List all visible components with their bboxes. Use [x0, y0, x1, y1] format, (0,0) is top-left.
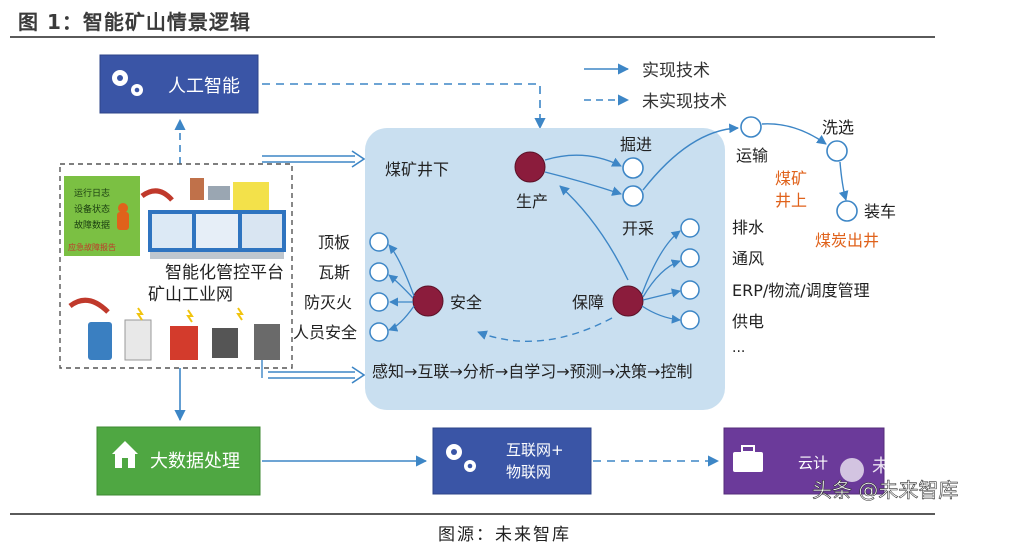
screen-item: 运行日志 — [74, 187, 110, 199]
watermark: 未来智库 头条 @未来智库 — [812, 456, 959, 502]
network-to-chain-arrow — [261, 360, 355, 379]
field-devices — [88, 307, 280, 361]
sensor-icon — [88, 322, 112, 360]
underground-label: 煤矿井下 — [385, 160, 449, 179]
wechat-icon — [840, 458, 864, 482]
briefcase-icon — [733, 452, 763, 472]
legend-unrealized: 未实现技术 — [642, 92, 727, 112]
network-label: 矿山工业网 — [148, 285, 233, 305]
monitor-wall-icon — [148, 210, 286, 259]
document-icon — [233, 182, 269, 210]
alert-curve-icon — [140, 188, 174, 202]
washing-node — [826, 140, 848, 162]
watermark-faded: 未来智库 — [872, 456, 944, 477]
production-to-tunneling-arrow — [544, 154, 622, 167]
support-item-more: ··· — [732, 344, 745, 360]
home-icon — [112, 441, 138, 468]
motor-icon — [212, 328, 238, 358]
iot-box: 互联网+ 物联网 — [432, 427, 592, 495]
transport-label: 运输 — [736, 146, 768, 165]
transport-to-washing-arrow — [761, 123, 827, 145]
support-node — [612, 285, 644, 317]
above-ground-label-1: 煤矿 — [775, 169, 807, 188]
support-to-production-arrow — [559, 185, 629, 281]
bottom-rule — [10, 513, 935, 515]
platform-label: 智能化管控平台 — [165, 263, 284, 283]
left-control-panel — [59, 163, 293, 369]
support-item-erp: ERP/物流/调度管理 — [732, 281, 870, 300]
loading-label: 装车 — [864, 202, 896, 221]
iot-label-line1: 互联网+ — [506, 441, 564, 459]
transport-node — [740, 116, 762, 138]
safety-label: 安全 — [450, 293, 482, 312]
mining-to-transport-arrow — [642, 123, 739, 191]
safety-item-nodes — [369, 232, 415, 342]
top-rule — [10, 36, 935, 38]
production-node — [514, 151, 546, 183]
ai-to-center-arrow — [262, 83, 546, 130]
screen-item: 故障数据 — [74, 219, 110, 231]
legend-realized: 实现技术 — [642, 61, 710, 81]
safety-item-personnel: 人员安全 — [293, 323, 357, 342]
safety-item-gas: 瓦斯 — [318, 263, 350, 282]
panel-to-center-arrow — [262, 155, 355, 163]
watermark-main: 头条 @未来智库 — [812, 478, 958, 502]
tunneling-node — [622, 157, 644, 179]
legend: 实现技术 未实现技术 — [584, 61, 727, 112]
cabinet-icon — [124, 319, 152, 361]
ai-label: 人工智能 — [168, 76, 240, 97]
big-data-label: 大数据处理 — [150, 451, 240, 472]
iot-label-line2: 物联网 — [506, 463, 551, 481]
alert-curve-icon — [68, 297, 110, 314]
safety-item-fire: 防灭火 — [304, 293, 352, 312]
mining-label: 开采 — [622, 219, 654, 238]
support-item-nodes — [641, 218, 700, 330]
big-data-box: 大数据处理 — [96, 426, 261, 496]
support-item-drainage: 排水 — [732, 218, 764, 237]
washing-to-loading-arrow — [838, 161, 849, 201]
screen-footer: 应急故障报告 — [68, 242, 116, 252]
support-item-power: 供电 — [732, 312, 764, 331]
support-item-ventilation: 通风 — [732, 249, 764, 268]
production-to-mining-arrow — [544, 171, 622, 196]
coal-out-label: 煤炭出井 — [815, 231, 879, 250]
server-icon — [190, 178, 204, 200]
safety-item-roof: 顶板 — [318, 233, 350, 252]
gears-icon — [112, 70, 143, 96]
gears-icon — [446, 444, 476, 472]
router-icon — [208, 186, 230, 200]
process-chain: 感知→互联→分析→自学习→预测→决策→控制 — [372, 362, 692, 381]
figure-title: 图 1：智能矿山情景逻辑 — [18, 10, 251, 34]
loading-node — [836, 200, 858, 222]
alarm-icon — [117, 203, 129, 230]
screen-item: 设备状态 — [74, 203, 110, 215]
cloud-label: 云计 — [798, 454, 828, 472]
support-label: 保障 — [572, 293, 604, 312]
explosion-proof-box-icon — [254, 324, 280, 360]
tunneling-label: 掘进 — [620, 135, 652, 154]
support-to-safety-dashed-arrow — [477, 317, 613, 342]
above-ground-label-2: 井上 — [775, 191, 807, 210]
ai-box: 人工智能 — [99, 54, 259, 114]
switch-icon — [170, 326, 198, 360]
figure-source: 图源：未来智库 — [438, 525, 571, 545]
production-label: 生产 — [516, 192, 548, 211]
washing-label: 洗选 — [822, 118, 854, 137]
safety-node — [412, 285, 444, 317]
mining-node — [622, 185, 644, 207]
